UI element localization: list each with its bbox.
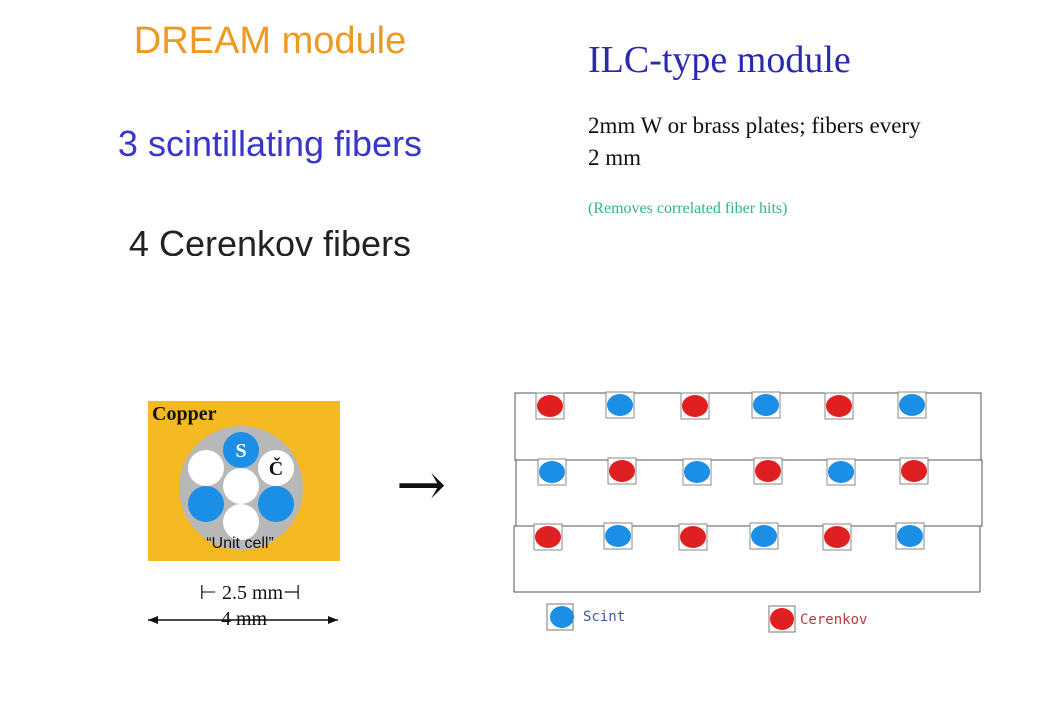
scint-fiber bbox=[897, 525, 923, 547]
scint-fiber bbox=[751, 525, 777, 547]
scint-fiber bbox=[539, 461, 565, 483]
scint-fiber bbox=[753, 394, 779, 416]
scint-fiber bbox=[607, 394, 633, 416]
cerenkov-fiber bbox=[682, 395, 708, 417]
ilc-module-title: ILC-type module bbox=[588, 39, 851, 81]
cerenkov-fiber bbox=[609, 460, 635, 482]
fiber-scint bbox=[258, 486, 294, 522]
cerenkov-fibers-clip: 4 Cerenkov fibers bbox=[60, 222, 480, 256]
fiber-scint bbox=[188, 486, 224, 522]
fiber-white bbox=[223, 504, 259, 540]
cerenkov-fiber bbox=[755, 460, 781, 482]
cerenkov-fiber bbox=[537, 395, 563, 417]
legend-cerenkov-label: Cerenkov bbox=[800, 612, 868, 628]
dimension-arrow-right bbox=[328, 616, 338, 624]
scint-fiber-label: S bbox=[235, 440, 246, 462]
cerenkov-fiber bbox=[826, 395, 852, 417]
cerenkov-fiber bbox=[901, 460, 927, 482]
unit-cell-caption: “Unit cell” bbox=[206, 535, 274, 552]
plates-group bbox=[513, 392, 983, 593]
cerenkov-fibers-text: 4 Cerenkov fibers bbox=[128, 223, 412, 256]
fibers-group bbox=[533, 391, 929, 551]
cerenkov-fiber bbox=[535, 526, 561, 548]
fiber-scint bbox=[223, 432, 259, 468]
legend-scint-label: Scint bbox=[583, 609, 626, 625]
scint-fiber bbox=[684, 461, 710, 483]
plates-description: 2mm W or brass plates; fibers every 2 mm bbox=[588, 113, 921, 170]
scintillating-fibers-text: 3 scintillating fibers bbox=[117, 123, 423, 164]
scint-fiber bbox=[605, 525, 631, 547]
transform-arrow: → bbox=[396, 450, 447, 520]
dimension-inner-label: ⊢ 2.5 mm⊣ bbox=[199, 582, 301, 604]
legend-scint-swatch bbox=[550, 606, 574, 628]
fiber-white bbox=[223, 468, 259, 504]
scint-fiber bbox=[828, 461, 854, 483]
scint-fiber bbox=[899, 394, 925, 416]
ilc-plate-diagram bbox=[513, 391, 983, 633]
legend-cerenkov-swatch bbox=[770, 608, 794, 630]
cerenkov-fiber-label: Č bbox=[269, 456, 283, 480]
fiber-cerenkov bbox=[258, 450, 294, 486]
dream-module-title: DREAM module bbox=[133, 20, 407, 62]
fiber-white bbox=[188, 450, 224, 486]
cerenkov-fiber bbox=[680, 526, 706, 548]
dimension-arrow-left bbox=[148, 616, 158, 624]
cerenkov-fiber bbox=[824, 526, 850, 548]
dimension-outer-label: 4 mm bbox=[220, 608, 268, 630]
correlated-hits-note: (Removes correlated fiber hits) bbox=[588, 200, 788, 217]
copper-label: Copper bbox=[152, 403, 217, 425]
unit-cell-diagram: S Č bbox=[142, 398, 342, 630]
